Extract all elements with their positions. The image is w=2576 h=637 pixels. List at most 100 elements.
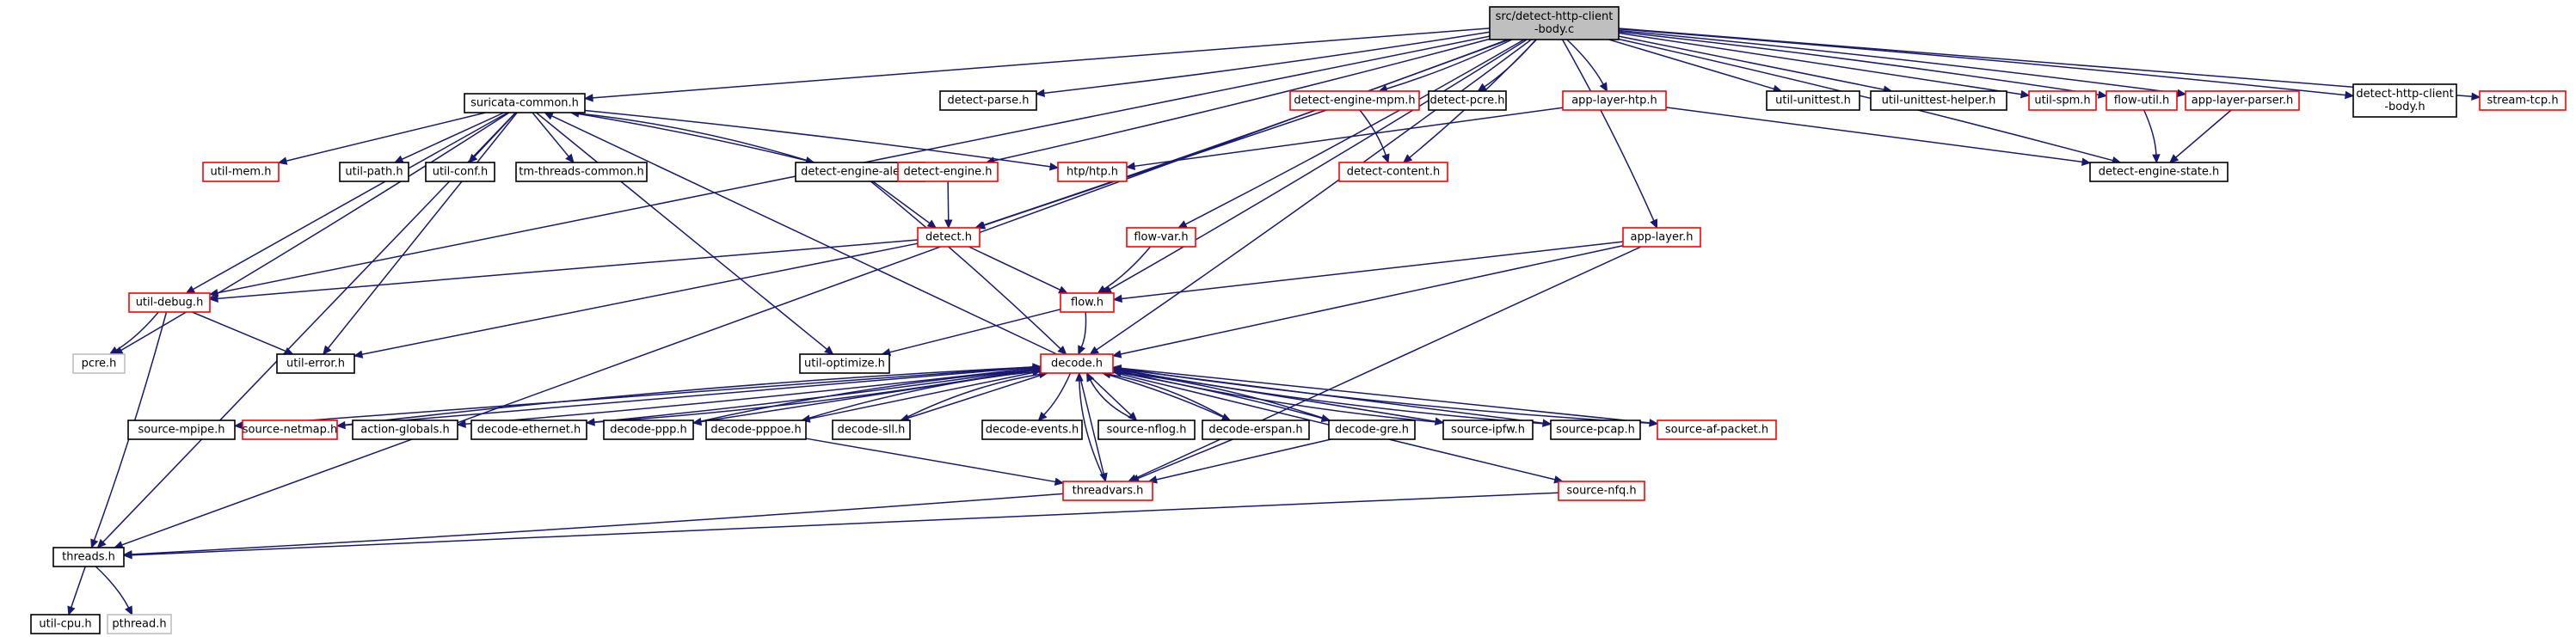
edge-line — [1665, 107, 2083, 163]
edge-line — [1112, 366, 1651, 424]
node-detect-engine-alert[interactable]: detect-engine-alert.h — [795, 162, 925, 182]
arrowhead — [393, 155, 404, 163]
node-htp-htp[interactable]: htp/htp.h — [1057, 162, 1128, 182]
node-pcre-h[interactable]: pcre.h — [72, 353, 126, 374]
node-app-layer-htp[interactable]: app-layer-htp.h — [1562, 90, 1667, 111]
arrowhead — [1054, 477, 1065, 487]
node-label: detect-engine.h — [904, 166, 993, 179]
node-decode-gre[interactable]: decode-gre.h — [1328, 420, 1416, 440]
node-flow-var[interactable]: flow-var.h — [1126, 227, 1196, 248]
node-app-layer-parser[interactable]: app-layer-parser.h — [2185, 90, 2300, 111]
node-source-netmap[interactable]: source-netmap.h — [242, 420, 338, 440]
edge-threadvars-to-decode_h — [1075, 371, 1106, 482]
node-detect-content[interactable]: detect-content.h — [1338, 162, 1448, 182]
node-label: decode-events.h — [986, 424, 1079, 437]
node-box — [127, 420, 236, 440]
node-stream-tcp[interactable]: stream-tcp.h — [2479, 90, 2567, 111]
node-box — [1062, 481, 1153, 501]
node-decode-pppoe[interactable]: decode-pppoe.h — [705, 420, 807, 440]
edge-root-to-decode_h — [1089, 39, 1532, 355]
node-util-optimize[interactable]: util-optimize.h — [799, 353, 890, 374]
arrowhead — [122, 551, 132, 560]
node-source-ipfw[interactable]: source-ipfw.h — [1442, 420, 1534, 440]
node-detect-http-client-body-h[interactable]: detect-http-client-body.h — [2352, 83, 2457, 118]
node-util-debug[interactable]: util-debug.h — [128, 292, 211, 313]
arrowhead — [1032, 367, 1042, 377]
node-threadvars[interactable]: threadvars.h — [1062, 481, 1153, 501]
edge-decode_pppoe-to-decode_h — [802, 367, 1042, 421]
node-detect-engine-state[interactable]: detect-engine-state.h — [2089, 162, 2229, 182]
node-label: decode-pppoe.h — [710, 424, 801, 437]
edge-line — [217, 239, 919, 300]
node-detect-engine-mpm[interactable]: detect-engine-mpm.h — [1289, 90, 1420, 111]
node-util-unittest[interactable]: util-unittest.h — [1766, 90, 1860, 111]
node-detect-h[interactable]: detect.h — [917, 227, 981, 248]
node-decode-sll[interactable]: decode-sll.h — [832, 420, 911, 440]
node-label: util-unittest-helper.h — [1882, 95, 1996, 107]
edge-root-to-detect_h — [974, 39, 1509, 230]
edge-line — [570, 112, 807, 162]
arrowhead — [1650, 218, 1657, 230]
edge-line — [1120, 371, 1331, 421]
node-source-nfq[interactable]: source-nfq.h — [1558, 481, 1645, 501]
edge-root-to-flow_var — [1177, 39, 1525, 229]
node-label: source-ipfw.h — [1451, 424, 1525, 437]
edge-line — [536, 112, 827, 350]
arrowhead — [1058, 285, 1068, 294]
node-decode-ppp[interactable]: decode-ppp.h — [603, 420, 694, 440]
node-flow-util[interactable]: flow-util.h — [2106, 90, 2178, 111]
node-box — [1766, 90, 1860, 111]
node-app-layer[interactable]: app-layer.h — [1622, 227, 1701, 248]
edge-line — [401, 112, 505, 160]
node-flow-h[interactable]: flow.h — [1060, 292, 1115, 313]
edge-line — [947, 181, 950, 221]
node-source-af-packet[interactable]: source-af-packet.h — [1657, 420, 1777, 440]
edge-flow_h-to-decode_h — [1078, 311, 1087, 356]
node-box — [515, 162, 648, 182]
edge-app_layer-to-flow_h — [1112, 241, 1624, 303]
node-label: util-conf.h — [433, 166, 489, 179]
edge-line — [192, 311, 286, 352]
node-detect-engine[interactable]: detect-engine.h — [897, 162, 999, 182]
node-threads-h[interactable]: threads.h — [52, 547, 125, 567]
node-box — [939, 90, 1037, 111]
node-decode-ethernet[interactable]: decode-ethernet.h — [470, 420, 587, 440]
node-util-spm[interactable]: util-spm.h — [2028, 90, 2097, 111]
node-util-unittest-helper[interactable]: util-unittest-helper.h — [1870, 90, 2007, 111]
edge-suricata_common-to-detect_engine_alert — [570, 112, 815, 165]
node-box — [1338, 162, 1448, 182]
node-action-globals[interactable]: action-globals.h — [352, 420, 458, 440]
node-label: decode-erspan.h — [1208, 424, 1302, 437]
edge-line — [1608, 39, 1774, 90]
node-util-path[interactable]: util-path.h — [339, 162, 409, 182]
node-detect-pcre[interactable]: detect-pcre.h — [1428, 90, 1507, 111]
node-label: util-error.h — [286, 358, 345, 371]
edge-line — [1096, 39, 1532, 351]
node-util-cpu[interactable]: util-cpu.h — [30, 614, 101, 634]
node-box — [1562, 90, 1667, 111]
node-tm-threads-common[interactable]: tm-threads-common.h — [515, 162, 648, 182]
node-pthread-h[interactable]: pthread.h — [107, 614, 172, 634]
node-util-error[interactable]: util-error.h — [276, 353, 355, 374]
node-source-pcap[interactable]: source-pcap.h — [1550, 420, 1641, 440]
node-label: detect-engine-mpm.h — [1294, 95, 1415, 107]
node-decode-events[interactable]: decode-events.h — [981, 420, 1083, 440]
edge-decode_h-to-action_globals — [456, 366, 1042, 428]
node-suricata-common[interactable]: suricata-common.h — [464, 93, 586, 113]
edge-line — [993, 38, 1491, 162]
node-decode-h[interactable]: decode.h — [1040, 353, 1114, 374]
node-detect-parse[interactable]: detect-parse.h — [939, 90, 1037, 111]
node-util-conf[interactable]: util-conf.h — [425, 162, 495, 182]
node-root[interactable]: src/detect-http-client-body.c — [1489, 6, 1620, 40]
node-util-mem[interactable]: util-mem.h — [202, 162, 280, 182]
node-label: source-nflog.h — [1107, 424, 1187, 437]
edge-line — [1090, 379, 1137, 421]
edge-line — [808, 370, 1042, 420]
node-decode-erspan[interactable]: decode-erspan.h — [1202, 420, 1310, 440]
edge-decode_erspan-to-threadvars — [1129, 438, 1233, 482]
arrowhead — [468, 153, 478, 163]
node-source-mpipe[interactable]: source-mpipe.h — [127, 420, 236, 440]
node-source-nflog[interactable]: source-nflog.h — [1097, 420, 1196, 440]
edge-line — [983, 109, 1327, 226]
